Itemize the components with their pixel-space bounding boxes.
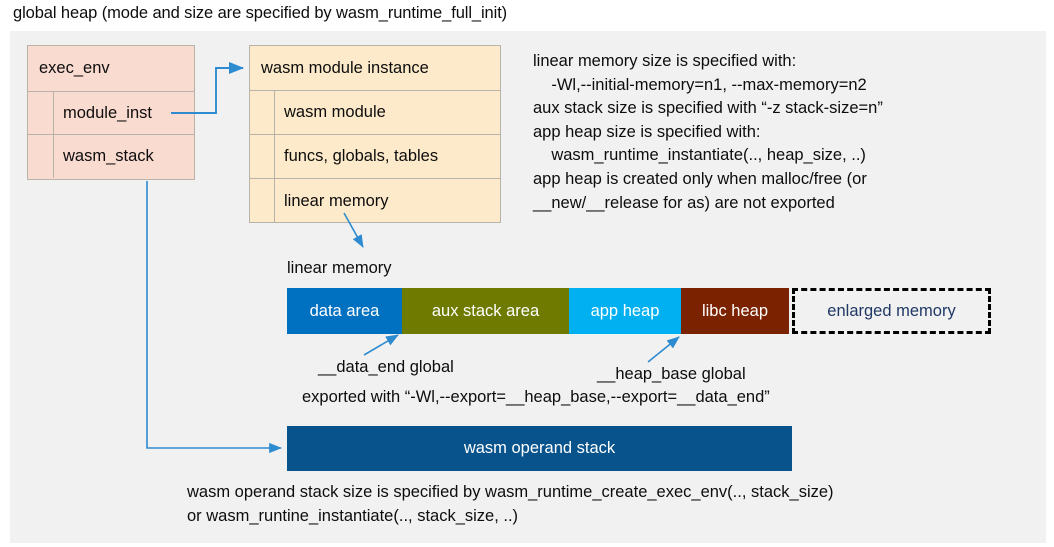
- wasm-operand-stack-label: wasm operand stack: [463, 439, 616, 457]
- module-instance-gutter: [250, 135, 275, 178]
- memory-segment-enlarged-memory: enlarged memory: [792, 288, 991, 334]
- exec-env-gutter: [28, 92, 54, 134]
- exec-env-box: exec_env module_inst wasm_stack: [27, 45, 195, 180]
- memory-segment-app-heap: app heap: [569, 288, 681, 334]
- exported-annotation: exported with “-Wl,--export=__heap_base,…: [302, 388, 770, 406]
- heap-base-annotation: __heap_base global: [597, 365, 746, 383]
- page-title: global heap (mode and size are specified…: [13, 4, 508, 22]
- exec-env-row-module-inst: module_inst: [28, 92, 194, 135]
- exec-env-module-inst-label: module_inst: [63, 103, 152, 122]
- linear-memory-bar: data area aux stack area app heap libc heap…: [287, 288, 991, 334]
- module-instance-gutter: [250, 179, 275, 223]
- module-instance-row-funcs-globals-tables: funcs, globals, tables: [250, 135, 500, 179]
- module-instance-row-linear-memory: linear memory: [250, 179, 500, 223]
- module-instance-header: wasm module instance: [250, 46, 500, 91]
- exec-env-row-wasm-stack: wasm_stack: [28, 135, 194, 178]
- wasm-operand-stack-bar: wasm operand stack: [287, 426, 792, 471]
- linear-memory-note: linear memory size is specified with: -W…: [533, 52, 883, 212]
- memory-segment-data-area: data area: [287, 288, 402, 334]
- module-instance-linear-memory-label: linear memory: [284, 191, 389, 210]
- operand-stack-note: wasm operand stack size is specified by …: [187, 483, 834, 525]
- memory-segment-libc-heap: libc heap: [681, 288, 789, 334]
- module-instance-row-wasm-module: wasm module: [250, 91, 500, 135]
- memory-segment-label: aux stack area: [431, 301, 540, 320]
- wasm-module-instance-box: wasm module instance wasm module funcs, …: [249, 45, 501, 223]
- exec-env-wasm-stack-label: wasm_stack: [63, 147, 154, 165]
- module-instance-funcs-label: funcs, globals, tables: [284, 147, 439, 165]
- exec-env-gutter: [28, 135, 54, 178]
- memory-segment-label: data area: [309, 301, 380, 320]
- module-instance-wasm-module-label: wasm module: [284, 103, 386, 121]
- module-instance-gutter: [250, 91, 275, 134]
- memory-segment-label: enlarged memory: [827, 301, 956, 320]
- memory-segment-label: libc heap: [701, 301, 769, 320]
- memory-segment-label: app heap: [590, 301, 660, 320]
- memory-segment-aux-stack-area: aux stack area: [402, 288, 569, 334]
- linear-memory-caption: linear memory: [287, 259, 392, 277]
- exec-env-header: exec_env: [28, 46, 194, 92]
- data-end-annotation: __data_end global: [318, 358, 454, 376]
